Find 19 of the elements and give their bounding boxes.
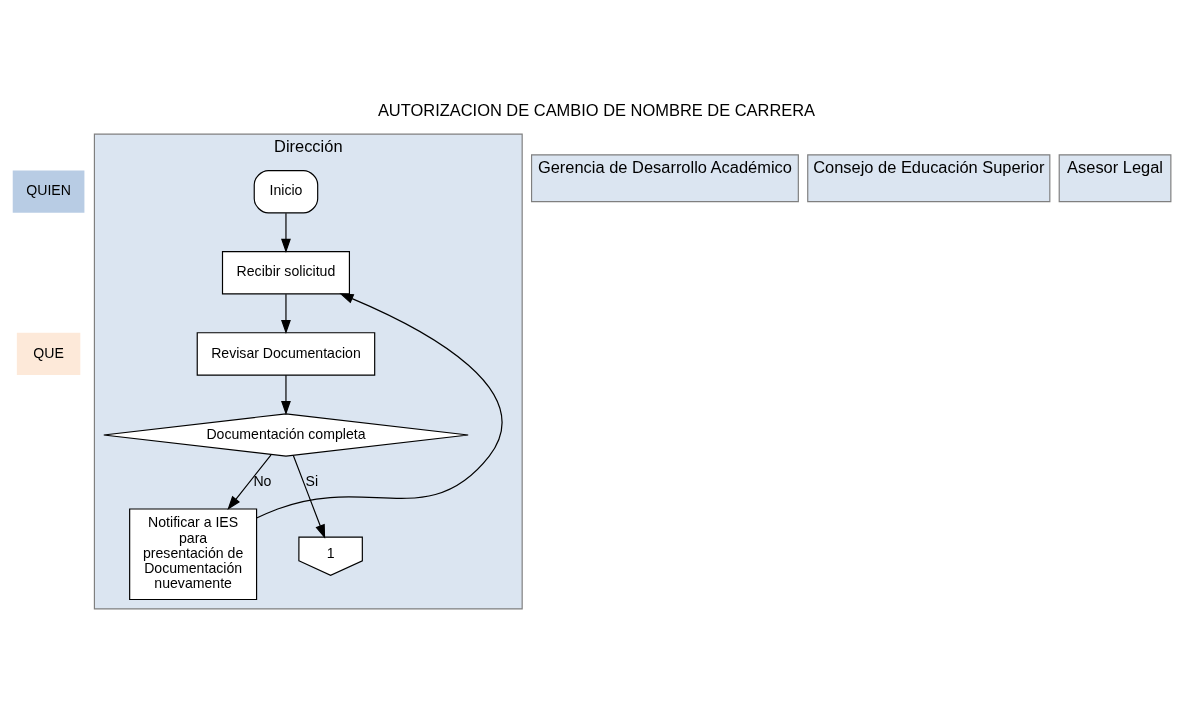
- node-diamond: Documentación completa: [103, 412, 469, 457]
- arrow: [256, 292, 503, 519]
- node-box: Revisar Documentacion: [196, 331, 376, 376]
- diagram-title: AUTORIZACION DE CAMBIO DE NOMBRE DE CARRERA: [377, 100, 816, 119]
- edge-label: Si: [305, 472, 319, 489]
- node-box: Gerencia de Desarrollo Académico: [531, 153, 799, 202]
- arrow: [281, 212, 291, 253]
- arrow: [227, 453, 272, 510]
- node-box: Recibir solicitud: [221, 250, 350, 295]
- arrow: [292, 454, 326, 539]
- edge-label: No: [253, 472, 272, 489]
- label: QUE: [33, 344, 64, 361]
- node-box: Consejo de Educación Superior: [807, 153, 1051, 202]
- arrow: [281, 374, 291, 415]
- node-box: Inicio: [253, 169, 319, 213]
- node-box: Notificar a IES para presentación de Documentación nuevamente: [129, 507, 258, 600]
- label: QUIEN: [26, 181, 71, 198]
- node-box: Asesor Legal: [1058, 153, 1172, 202]
- arrow: [281, 293, 291, 334]
